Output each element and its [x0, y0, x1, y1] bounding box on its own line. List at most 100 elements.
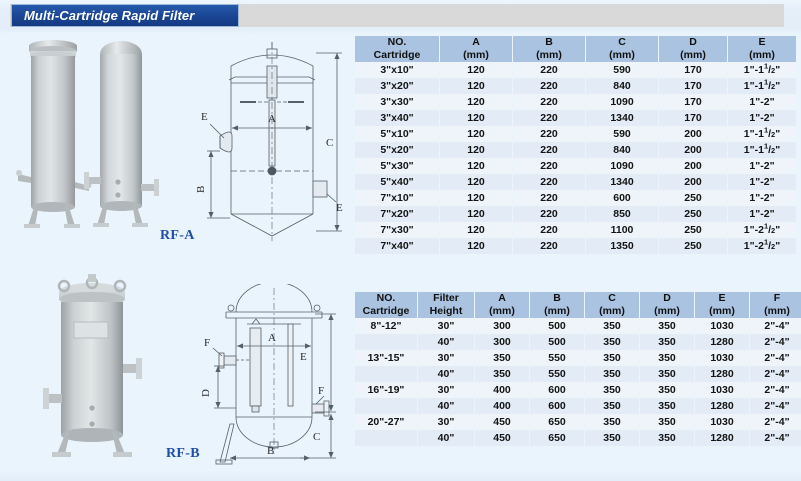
table-a-cell-d: 200 [659, 142, 727, 158]
table-a-cell-b: 220 [513, 94, 585, 110]
table-b-cell-height: 30" [418, 382, 474, 398]
rf-a-dimension-drawing: E E A B C [195, 36, 348, 281]
table-b-col-b: B (mm) [530, 292, 584, 318]
table-b-cell-c: 350 [585, 366, 639, 382]
table-b-cell-f: 2"-4" [750, 414, 801, 430]
table-a-cell-b: 220 [513, 222, 585, 238]
table-b-cell-height: 40" [418, 398, 474, 414]
table-a-cell-e: 1"-2" [728, 174, 796, 190]
table-b-cell-c: 350 [585, 430, 639, 446]
table-b-col-filter-height: Filter Height [418, 292, 474, 318]
table-b-cell-e: 1030 [695, 414, 749, 430]
table-a-cell-c: 1340 [586, 110, 658, 126]
table-b-cell-a: 300 [475, 318, 529, 334]
table-b-cell-d: 350 [640, 318, 694, 334]
table-a-cell-cartridge: 5"x20" [355, 142, 439, 158]
table-b-header-row: NO. Cartridge Filter Height A (mm) B (mm… [355, 292, 801, 318]
table-a-cell-b: 220 [513, 142, 585, 158]
table-b-cell-a: 400 [475, 398, 529, 414]
table-a-cell-c: 1090 [586, 158, 658, 174]
table-a-cell-b: 220 [513, 174, 585, 190]
table-b-cell-e: 1280 [695, 398, 749, 414]
table-b-cell-b: 650 [530, 430, 584, 446]
table-a-cell-cartridge: 5"x40" [355, 174, 439, 190]
table-b-col-d: D (mm) [640, 292, 694, 318]
table-b-cell-b: 600 [530, 398, 584, 414]
table-a-cell-e: 1"-11/2" [728, 142, 796, 158]
table-a-cell-a: 120 [440, 94, 512, 110]
table-b-cell-cartridge: 16"-19" [355, 382, 417, 398]
table-b-cell-cartridge: 8"-12" [355, 318, 417, 334]
title-bar: Multi-Cartridge Rapid Filter [11, 4, 239, 27]
table-a-cell-d: 200 [659, 174, 727, 190]
table-b-cell-e: 1030 [695, 318, 749, 334]
table-a-cell-c: 840 [586, 78, 658, 94]
table-a-cell-cartridge: 7"x40" [355, 238, 439, 254]
table-b-cell-d: 350 [640, 430, 694, 446]
table-b-cell-height: 30" [418, 414, 474, 430]
table-a-cell-e: 1"-2" [728, 206, 796, 222]
table-a-cell-d: 250 [659, 190, 727, 206]
table-b-cell-d: 350 [640, 350, 694, 366]
table-a-cell-b: 220 [513, 110, 585, 126]
table-b-cell-a: 400 [475, 382, 529, 398]
table-b-cell-d: 350 [640, 334, 694, 350]
table-a-cell-c: 600 [586, 190, 658, 206]
table-b-cell-e: 1030 [695, 350, 749, 366]
table-a-cell-cartridge: 7"x30" [355, 222, 439, 238]
rf-a-label: RF-A [160, 228, 195, 243]
table-a-col-b: B (mm) [513, 36, 585, 62]
table-a-cell-d: 170 [659, 110, 727, 126]
table-a-cell-b: 220 [513, 78, 585, 94]
table-a-col-d: D (mm) [659, 36, 727, 62]
table-a-cell-cartridge: 3"x20" [355, 78, 439, 94]
table-b-col-f: F (mm) [750, 292, 801, 318]
drawing-a-label-e2: E [336, 202, 343, 214]
table-a-col-cartridge: NO. Cartridge [355, 36, 439, 62]
table-b-cell-d: 350 [640, 398, 694, 414]
table-b-cell-f: 2"-4" [750, 318, 801, 334]
drawing-b-label-a: A [268, 332, 276, 344]
table-b-cell-c: 350 [585, 350, 639, 366]
table-b-cell-f: 2"-4" [750, 382, 801, 398]
table-a-cell-a: 120 [440, 110, 512, 126]
drawing-a-label-c: C [326, 137, 333, 149]
drawing-b-label-f2: F [318, 385, 324, 397]
page-title: Multi-Cartridge Rapid Filter [24, 8, 195, 23]
table-a-cell-b: 220 [513, 158, 585, 174]
table-b-cell-cartridge [355, 334, 417, 350]
table-a-cell-e: 1"-2" [728, 94, 796, 110]
rf-a-product-photo [8, 32, 198, 247]
table-b-cell-a: 450 [475, 430, 529, 446]
table-b-col-a: A (mm) [475, 292, 529, 318]
table-b-cell-height: 30" [418, 318, 474, 334]
table-a-cell-a: 120 [440, 174, 512, 190]
table-b-col-cartridge: NO. Cartridge [355, 292, 417, 318]
table-b-cell-cartridge: 13"-15" [355, 350, 417, 366]
table-b-cell-cartridge: 20"-27" [355, 414, 417, 430]
table-a-cell-cartridge: 5"x10" [355, 126, 439, 142]
drawing-b-label-d: D [200, 389, 212, 397]
table-a-cell-cartridge: 3"x10" [355, 62, 439, 78]
table-b-cell-f: 2"-4" [750, 398, 801, 414]
table-a-cell-c: 840 [586, 142, 658, 158]
table-a-cell-d: 250 [659, 222, 727, 238]
table-a-cell-a: 120 [440, 78, 512, 94]
table-b-cell-f: 2"-4" [750, 350, 801, 366]
table-b-cell-b: 500 [530, 318, 584, 334]
